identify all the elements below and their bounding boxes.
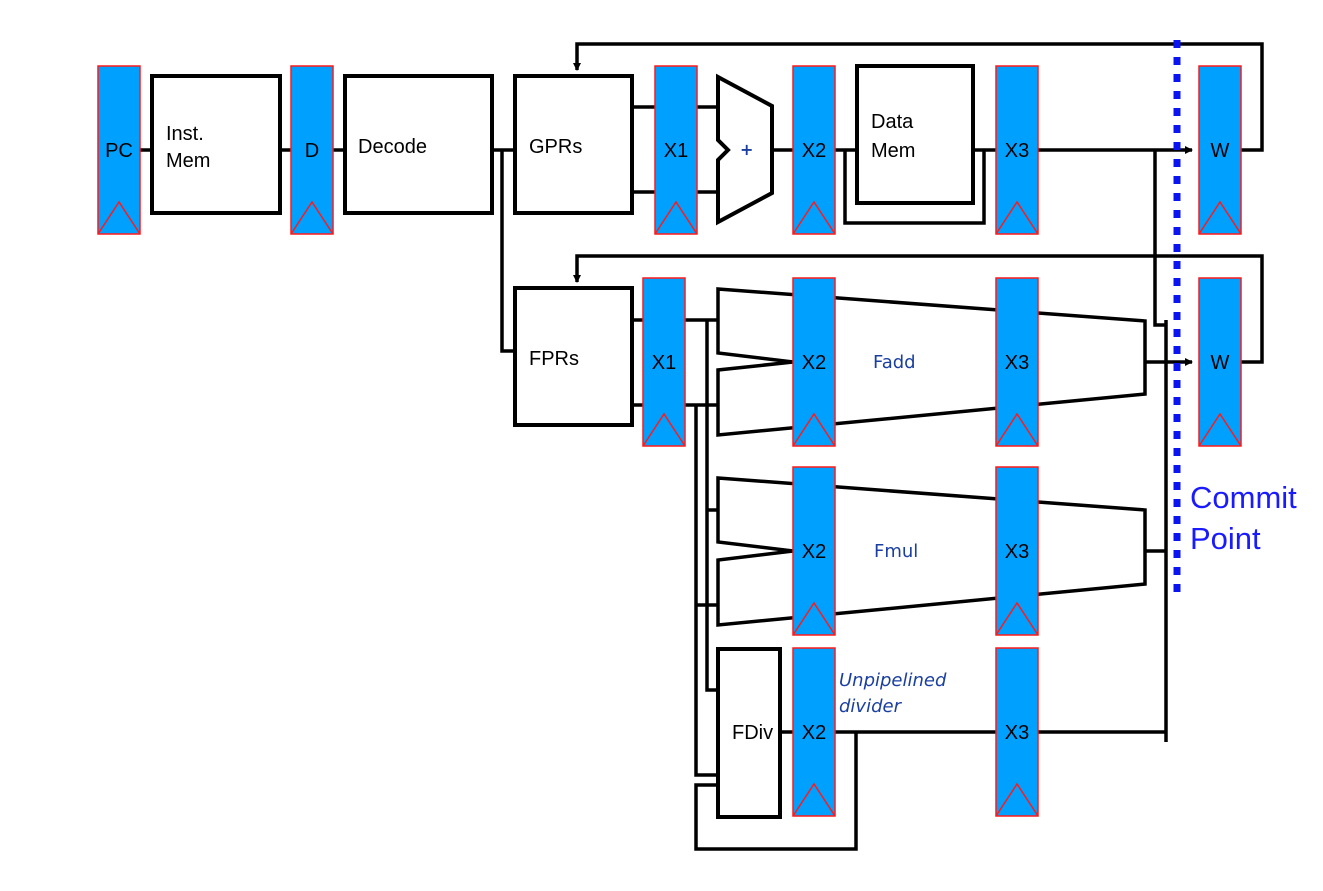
- data-mem-label-2: Mem: [871, 140, 915, 162]
- wire-datamem-bypass: [843, 150, 986, 225]
- clock-triangle-icon: [792, 601, 836, 636]
- register-body: [654, 65, 698, 235]
- register-body: [995, 466, 1039, 636]
- reg-fmul-x3: X3: [995, 466, 1039, 636]
- reg-fp-w: W: [1198, 277, 1242, 447]
- fdiv-label: FDiv: [732, 722, 773, 744]
- fdiv-block: FDiv: [716, 647, 782, 819]
- register-label: X3: [1005, 722, 1029, 744]
- fadd-unit: Fadd: [716, 287, 1147, 437]
- register-label: X1: [652, 352, 676, 374]
- register-body: [792, 466, 836, 636]
- wire-w-fprs-feedback: [573, 254, 1264, 364]
- clock-triangle-icon: [792, 412, 836, 447]
- register-body: [97, 65, 141, 235]
- register-label: X2: [802, 722, 826, 744]
- fprs-block: FPRs: [513, 286, 634, 427]
- reg-fp-x1: X1: [642, 277, 686, 447]
- alu-block: +: [716, 73, 774, 226]
- register-body: [995, 647, 1039, 817]
- reg-fdiv-x2: X2: [792, 647, 836, 817]
- gprs-block: GPRs: [513, 74, 634, 215]
- divider-label-2: divider: [839, 696, 903, 717]
- reg-fadd-x2: X2: [792, 277, 836, 447]
- clock-triangle-icon: [1198, 412, 1242, 447]
- clock-triangle-icon: [642, 412, 686, 447]
- reg-int-x3: X3: [995, 65, 1039, 235]
- clock-triangle-icon: [995, 782, 1039, 817]
- clock-triangle-icon: [97, 200, 141, 235]
- reg-fadd-x3: X3: [995, 277, 1039, 447]
- clock-triangle-icon: [995, 412, 1039, 447]
- register-label: D: [305, 140, 319, 162]
- register-body: [1198, 277, 1242, 447]
- register-label: X3: [1005, 140, 1029, 162]
- clock-triangle-icon: [1198, 200, 1242, 235]
- register-body: [792, 65, 836, 235]
- wire-bus-a: [705, 320, 718, 692]
- clock-triangle-icon: [995, 601, 1039, 636]
- fmul-unit: Fmul: [716, 476, 1147, 627]
- register-body: [290, 65, 334, 235]
- inst-mem-label-1: Inst.: [166, 123, 204, 145]
- wire-w-gprs-feedback: [573, 42, 1264, 152]
- register-label: W: [1211, 352, 1230, 374]
- clock-triangle-icon: [792, 782, 836, 817]
- register-body: [792, 647, 836, 817]
- commit-label-1: Commit: [1190, 480, 1297, 515]
- wire-fdiv-feedback: [694, 732, 858, 851]
- register-label: X3: [1005, 541, 1029, 563]
- wires: [140, 42, 1264, 851]
- reg-int-x2: X2: [792, 65, 836, 235]
- commit-label-2: Point: [1190, 521, 1261, 556]
- reg-int-x1: X1: [654, 65, 698, 235]
- inst-mem-label-2: Mem: [166, 150, 210, 172]
- data-mem-block: Data Mem: [855, 64, 975, 205]
- fadd-label: Fadd: [873, 352, 916, 373]
- wire-decode-fprs: [500, 150, 515, 353]
- register-label: PC: [105, 140, 133, 162]
- register-label: X1: [664, 140, 688, 162]
- fprs-label: FPRs: [529, 348, 579, 370]
- register-body: [642, 277, 686, 447]
- register-label: X2: [802, 140, 826, 162]
- register-label: W: [1211, 140, 1230, 162]
- register-body: [1198, 65, 1242, 235]
- data-mem-label-1: Data: [871, 111, 914, 133]
- clock-triangle-icon: [995, 200, 1039, 235]
- register-body: [995, 65, 1039, 235]
- decode-block: Decode: [343, 74, 494, 215]
- register-label: X2: [802, 541, 826, 563]
- decode-label: Decode: [358, 136, 427, 158]
- fmul-label: Fmul: [874, 541, 918, 562]
- wire-int-to-fp-bus: [1153, 150, 1166, 327]
- inst-mem-block: Inst. Mem: [150, 74, 282, 215]
- reg-pc: PC: [97, 65, 141, 235]
- reg-fdiv-x3: X3: [995, 647, 1039, 817]
- reg-fmul-x2: X2: [792, 466, 836, 636]
- reg-int-w: W: [1198, 65, 1242, 235]
- clock-triangle-icon: [792, 200, 836, 235]
- register-body: [792, 277, 836, 447]
- register-label: X3: [1005, 352, 1029, 374]
- divider-label-1: Unpipelined: [839, 670, 947, 691]
- clock-triangle-icon: [654, 200, 698, 235]
- gprs-label: GPRs: [529, 136, 582, 158]
- alu-plus-label: +: [740, 140, 753, 159]
- register-body: [995, 277, 1039, 447]
- wire-bus-b: [694, 405, 718, 777]
- clock-triangle-icon: [290, 200, 334, 235]
- register-label: X2: [802, 352, 826, 374]
- reg-d: D: [290, 65, 334, 235]
